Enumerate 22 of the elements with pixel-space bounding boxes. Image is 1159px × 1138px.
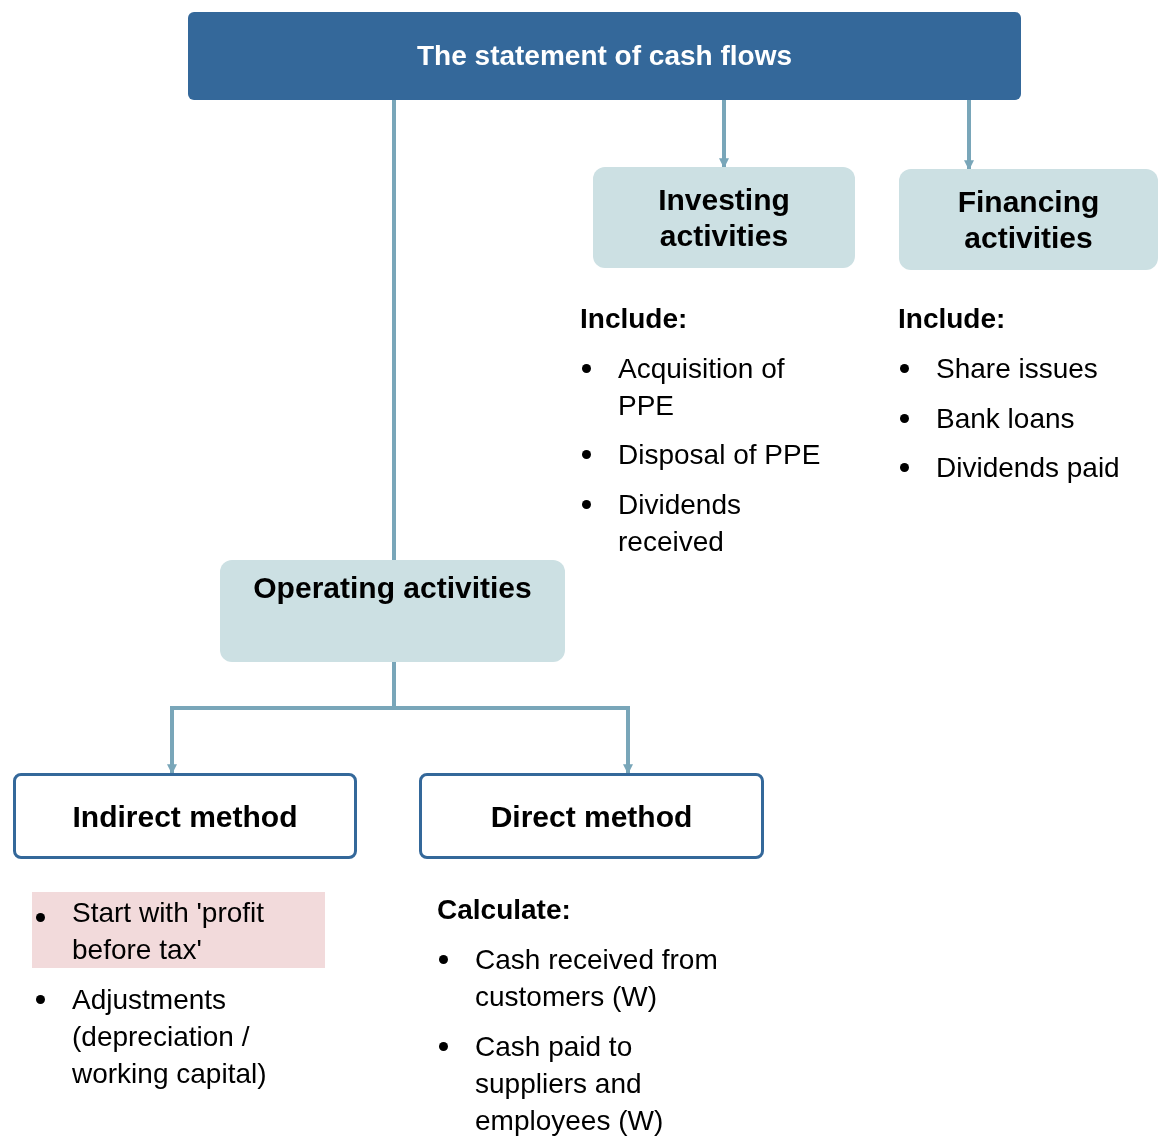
connector-arrow xyxy=(964,100,974,171)
method-box: Direct method xyxy=(419,773,764,859)
list-item: Bank loans xyxy=(936,402,1076,436)
list-item: Cash paid to suppliers and employees (W) xyxy=(475,1030,665,1138)
list-item: Acquisition of PPE xyxy=(618,352,786,423)
category-box: Financing activities xyxy=(899,169,1158,270)
title-box: The statement of cash flows xyxy=(188,12,1021,100)
list-heading: Calculate: xyxy=(437,893,572,927)
list-item: Adjustments (depreciation / working capital) xyxy=(72,983,268,1091)
category-box: Investing activities xyxy=(593,167,855,268)
list-item: Share issues xyxy=(936,352,1099,386)
highlighted-item xyxy=(32,892,325,968)
list-item: Dividends received xyxy=(618,488,742,559)
method-box: Indirect method xyxy=(13,773,357,859)
connector-arrow xyxy=(719,100,729,169)
category-box: Operating activities xyxy=(220,560,565,662)
list-item: Cash received from customers (W) xyxy=(475,943,719,1014)
item-text: Start with 'profit before tax' xyxy=(72,896,266,967)
list-heading: Include: xyxy=(580,302,689,336)
list-heading: Include: xyxy=(898,302,1007,336)
list-item: Disposal of PPE xyxy=(618,438,822,472)
list-item: Dividends paid xyxy=(936,451,1121,485)
